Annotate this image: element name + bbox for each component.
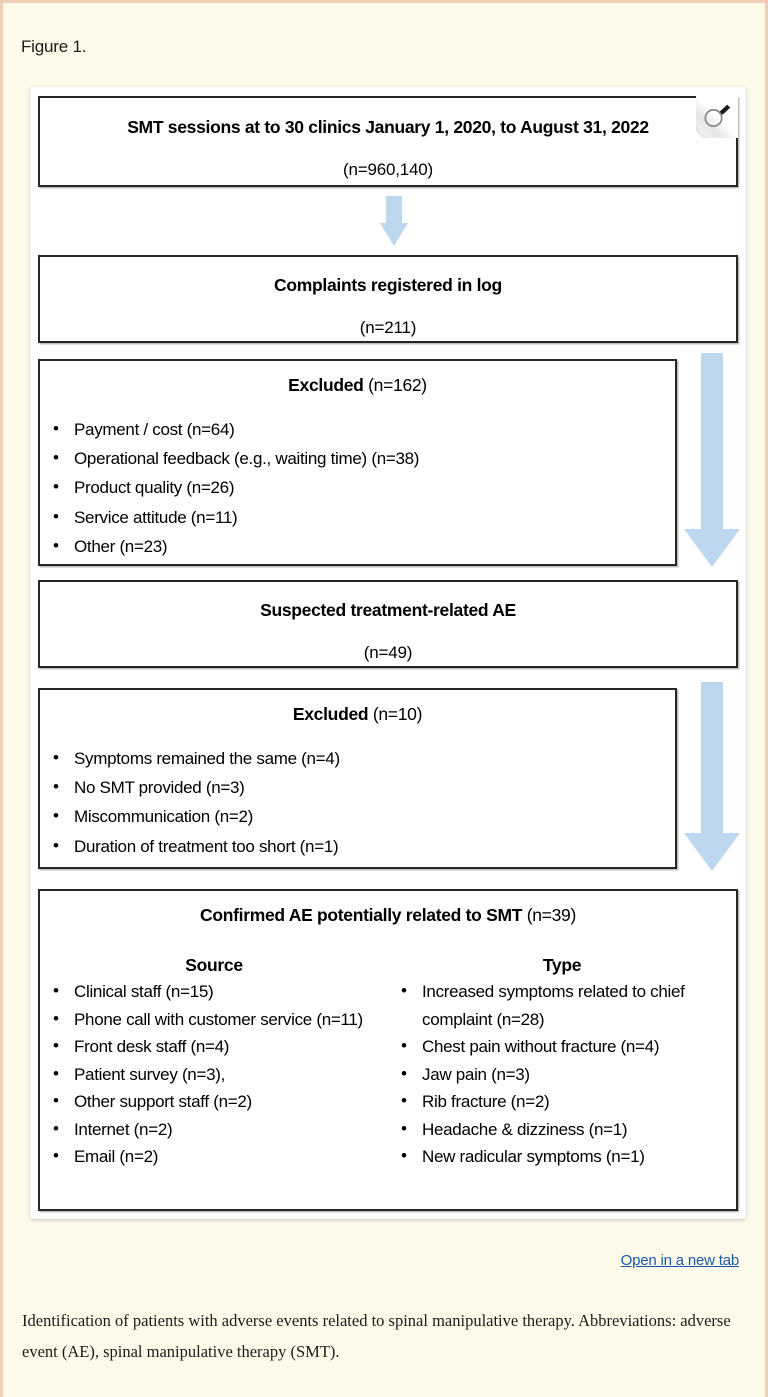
excluded-count: (n=162)	[368, 375, 427, 395]
flow-box-confirmed-ae: Confirmed AE potentially related to SMT …	[38, 889, 738, 1211]
figure-card[interactable]: SMT sessions at to 30 clinics January 1,…	[30, 87, 746, 1219]
list-item: Clinical staff (n=15)	[40, 977, 388, 1006]
flow-box-title: Excluded (n=10)	[40, 704, 675, 726]
list-item: Payment / cost (n=64)	[40, 414, 675, 444]
list-item: New radicular symptoms (n=1)	[388, 1142, 736, 1171]
list-item: Phone call with customer service (n=11)	[40, 1005, 388, 1034]
type-column: Type Increased symptoms related to chief…	[388, 955, 736, 1171]
excluded-label: Excluded	[292, 704, 369, 724]
flow-arrow-down-1	[380, 196, 408, 246]
source-type-columns: Source Clinical staff (n=15) Phone call …	[40, 955, 736, 1171]
flow-box-count: (n=211)	[359, 317, 417, 337]
magnifier-icon[interactable]	[696, 96, 738, 138]
flow-box-suspected-ae: Suspected treatment-related AE (n=49)	[38, 580, 738, 668]
excluded-2-list: Symptoms remained the same (n=4) No SMT …	[40, 743, 675, 861]
list-item: Product quality (n=26)	[40, 472, 675, 502]
open-in-new-tab-link[interactable]: Open in a new tab	[620, 1252, 740, 1269]
list-item: Symptoms remained the same (n=4)	[40, 743, 675, 773]
flow-box-excluded-1: Excluded (n=162) Payment / cost (n=64) O…	[38, 359, 677, 566]
list-item: No SMT provided (n=3)	[40, 772, 675, 802]
confirmed-count: (n=39)	[526, 905, 577, 925]
type-list: Increased symptoms related to chief comp…	[388, 977, 736, 1171]
list-item: Headache & dizziness (n=1)	[388, 1115, 736, 1144]
flow-arrow-down-2	[684, 353, 740, 568]
excluded-count: (n=10)	[372, 704, 423, 724]
list-item: Rib fracture (n=2)	[388, 1087, 736, 1116]
flow-box-count: (n=49)	[363, 642, 413, 662]
list-item: Jaw pain (n=3)	[388, 1060, 736, 1089]
list-item: Service attitude (n=11)	[40, 502, 675, 532]
confirmed-label: Confirmed AE potentially related to SMT	[200, 905, 523, 925]
flow-box-excluded-2: Excluded (n=10) Symptoms remained the sa…	[38, 688, 677, 869]
list-item: Chest pain without fracture (n=4)	[388, 1032, 736, 1061]
flow-box-title: SMT sessions at to 30 clinics January 1,…	[127, 117, 649, 137]
list-item: Email (n=2)	[40, 1142, 388, 1171]
flow-box-title: Suspected treatment-related AE	[260, 600, 516, 620]
list-item: Increased symptoms related to chief comp…	[388, 977, 736, 1033]
list-item: Patient survey (n=3),	[40, 1060, 388, 1089]
source-list: Clinical staff (n=15) Phone call with cu…	[40, 977, 388, 1171]
flow-box-complaints: Complaints registered in log (n=211)	[38, 255, 738, 343]
flow-box-count: (n=960,140)	[343, 159, 433, 179]
list-item: Operational feedback (e.g., waiting time…	[40, 443, 675, 473]
excluded-1-list: Payment / cost (n=64) Operational feedba…	[40, 414, 675, 561]
list-item: Internet (n=2)	[40, 1115, 388, 1144]
flow-box-title: Confirmed AE potentially related to SMT …	[40, 905, 736, 927]
flow-box-title: Excluded (n=162)	[40, 375, 675, 397]
list-item: Other (n=23)	[40, 531, 675, 561]
list-item: Front desk staff (n=4)	[40, 1032, 388, 1061]
source-heading: Source	[185, 955, 243, 975]
type-heading: Type	[542, 955, 582, 975]
excluded-label: Excluded	[288, 375, 364, 395]
list-item: Duration of treatment too short (n=1)	[40, 831, 675, 861]
flow-box-smt-sessions: SMT sessions at to 30 clinics January 1,…	[38, 96, 738, 187]
source-column: Source Clinical staff (n=15) Phone call …	[40, 955, 388, 1171]
list-item: Other support staff (n=2)	[40, 1087, 388, 1116]
figure-caption: Identification of patients with adverse …	[22, 1311, 731, 1361]
flow-box-title: Complaints registered in log	[274, 275, 502, 295]
figure-label: Figure 1.	[21, 37, 87, 56]
flow-arrow-down-3	[684, 682, 740, 872]
list-item: Miscommunication (n=2)	[40, 801, 675, 831]
